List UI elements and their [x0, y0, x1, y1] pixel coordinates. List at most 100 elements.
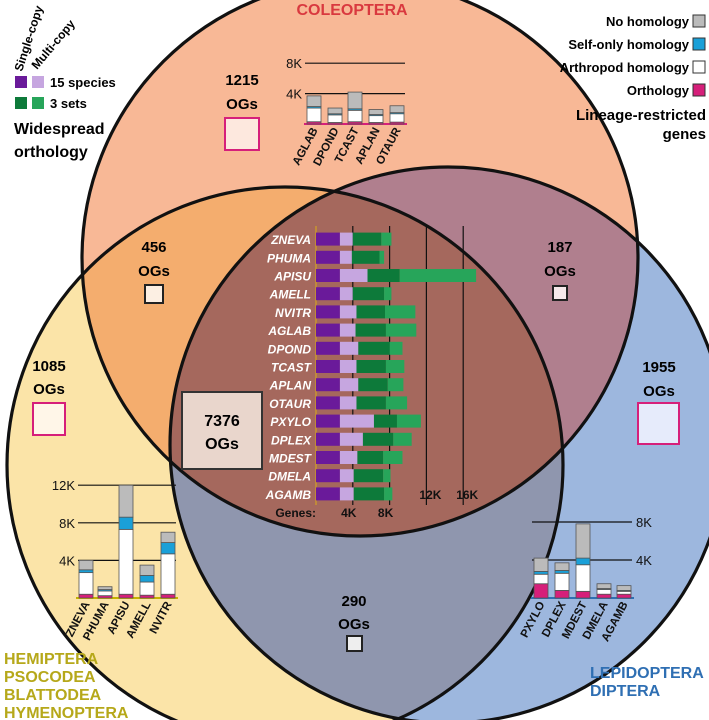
- center-bar-segment: [339, 232, 353, 246]
- small-chart-bar-segment: [596, 593, 612, 599]
- center-bar-segment: [316, 250, 340, 264]
- small-chart-bar-segment: [78, 593, 94, 599]
- small-chart-bar-segment: [118, 516, 134, 530]
- center-bar-segment: [362, 432, 394, 446]
- region-hemiptera-lepidoptera: 290 OGs: [338, 593, 370, 652]
- hemiptera-label-line: HYMENOPTERA: [4, 705, 129, 720]
- small-chart-bar-segment: [118, 484, 134, 518]
- small-chart-bar-segment: [78, 569, 94, 574]
- center-category-label: AGAMB: [265, 488, 312, 502]
- center-category-label: TCAST: [271, 361, 313, 375]
- center-bar-segment: [385, 305, 416, 319]
- center-overlap: [170, 187, 563, 536]
- center-bar-segment: [355, 323, 386, 337]
- region-size-box: [144, 284, 164, 304]
- center-category-label: AMELL: [269, 288, 311, 302]
- legend-label: No homology: [606, 14, 690, 29]
- center-bar-segment: [384, 487, 393, 501]
- legend-title: genes: [663, 126, 706, 143]
- region-unit: OGs: [226, 96, 258, 113]
- legend-label: Self-only homology: [568, 37, 689, 52]
- center-bar-segment: [339, 305, 357, 319]
- small-chart-bar-segment: [596, 589, 612, 595]
- center-bar-segment: [316, 323, 340, 337]
- legend-swatch: [15, 76, 27, 88]
- center-bar-segment: [316, 414, 340, 428]
- center-bar-segment: [385, 360, 405, 373]
- small-chart-bar-segment: [327, 107, 343, 115]
- region-count: 290: [341, 593, 366, 610]
- center-category-label: APISU: [273, 270, 311, 284]
- center-bar-segment: [339, 269, 368, 282]
- small-chart-bar-segment: [554, 590, 570, 599]
- small-chart-bar-segment: [139, 575, 155, 583]
- small-chart-bar-segment: [327, 114, 343, 123]
- small-chart-bar-segment: [347, 109, 363, 123]
- center-bar-segment: [339, 414, 374, 428]
- region-size-box: [346, 635, 363, 652]
- small-chart-bar-segment: [160, 593, 176, 599]
- center-bar-segment: [396, 414, 421, 428]
- center-bar-segment: [316, 232, 340, 246]
- center-bar-segment: [339, 451, 358, 464]
- region-count: 1955: [642, 359, 675, 376]
- center-category-label: DMELA: [268, 470, 311, 484]
- small-chart-bar-segment: [306, 107, 322, 123]
- legend-swatch: [692, 14, 706, 28]
- center-bar-segment: [352, 232, 382, 246]
- hemiptera-label-line: BLATTODEA: [4, 687, 102, 704]
- small-chart-bar-segment: [554, 562, 570, 571]
- small-chart-tick-label: 8K: [286, 56, 302, 71]
- center-bar-segment: [316, 269, 340, 282]
- small-chart-bar-segment: [368, 115, 384, 123]
- legend-title: Widespread: [14, 121, 105, 138]
- center-category-label: PHUMA: [267, 251, 311, 265]
- center-bar-segment: [339, 396, 357, 410]
- center-bar-segment: [339, 487, 354, 501]
- center-bar-segment: [316, 341, 340, 355]
- region-unit: OGs: [544, 263, 576, 280]
- center-bar-segment: [316, 360, 340, 373]
- center-bar-segment: [339, 378, 359, 392]
- legend-label: Arthropod homology: [560, 60, 690, 75]
- region-unit: OGs: [138, 263, 170, 280]
- region-count: 7376: [204, 413, 240, 430]
- small-chart-bar-segment: [389, 105, 405, 114]
- region-count: 1215: [225, 72, 258, 89]
- region-size-box: [552, 285, 568, 301]
- region-size-box: [32, 402, 66, 436]
- region-center: 7376 OGs: [181, 391, 263, 470]
- center-bar-segment: [385, 323, 417, 337]
- center-category-label: DPOND: [268, 342, 312, 356]
- legend-swatch: [15, 97, 27, 109]
- center-bar-segment: [352, 287, 385, 301]
- hemiptera-label-line: PSOCODEA: [4, 669, 96, 686]
- small-chart-bar-segment: [78, 560, 94, 571]
- small-chart-bar-segment: [139, 581, 155, 596]
- region-lepidoptera: 1955 OGs: [637, 359, 680, 445]
- center-category-label: PXYLO: [270, 415, 311, 429]
- region-coleoptera-lepidoptera: 187 OGs: [544, 239, 576, 301]
- center-bar-segment: [384, 287, 392, 301]
- region-size-box: [224, 117, 260, 151]
- lepidoptera-labels: LEPIDOPTERA DIPTERA: [590, 665, 704, 700]
- center-bar-segment: [339, 469, 354, 483]
- center-bar-segment: [316, 451, 340, 464]
- center-bar-segment: [367, 269, 400, 282]
- small-chart-bar-segment: [616, 585, 632, 591]
- center-bar-segment: [357, 451, 384, 464]
- center-bar-segment: [356, 396, 386, 410]
- center-bar-segment: [316, 487, 340, 501]
- center-bar-segment: [316, 287, 340, 301]
- center-bar-segment: [385, 396, 408, 410]
- venn-outlines: [5, 0, 709, 720]
- small-chart-bar-segment: [78, 572, 94, 595]
- region-size-box: [181, 391, 263, 470]
- region-size-box: [637, 402, 680, 445]
- center-bar-segment: [353, 469, 384, 483]
- small-chart-tick-label: 12K: [52, 478, 75, 493]
- center-bar-segment: [356, 305, 385, 319]
- center-bar-segment: [339, 360, 357, 373]
- legend-swatch: [692, 83, 706, 97]
- center-tick-label: 4K: [341, 506, 357, 520]
